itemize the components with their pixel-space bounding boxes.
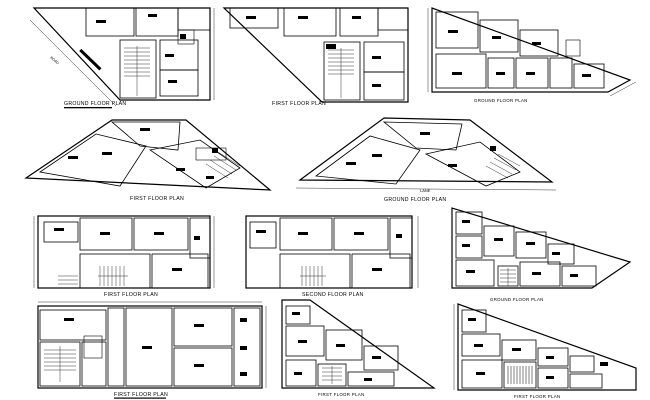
plan-1-title: GROUND FLOOR PLAN — [64, 101, 126, 107]
plan-8-title: GROUND FLOOR PLAN — [490, 297, 544, 302]
plan-7-second-floor — [245, 215, 419, 289]
svg-text:ROAD: ROAD — [49, 56, 60, 66]
plan-9-first-floor — [37, 301, 267, 389]
plan-1-ground-floor: ROAD — [29, 7, 215, 107]
plan-10-first-floor — [281, 299, 436, 389]
plan-3-title: GROUND FLOOR PLAN — [474, 98, 528, 103]
plan-5-ground-floor — [295, 117, 557, 191]
plan-11-first-floor — [453, 303, 637, 391]
plan-2-first-floor — [222, 7, 409, 103]
plan-3-ground-floor — [427, 7, 637, 97]
plan-4-first-floor — [24, 119, 272, 191]
plan-4-title: FIRST FLOOR PLAN — [130, 196, 184, 202]
plan-6-first-floor — [33, 215, 215, 289]
plan-10-title: FIRST FLOOR PLAN — [318, 392, 364, 397]
plan-2-title: FIRST FLOOR PLAN — [272, 101, 326, 107]
plan-9-title: FIRST FLOOR PLAN — [114, 392, 168, 398]
plan-7-title: SECOND FLOOR PLAN — [302, 292, 364, 298]
plan-5-title: GROUND FLOOR PLAN — [384, 197, 446, 203]
plan-8-ground-floor — [451, 207, 632, 289]
plan-11-title: FIRST FLOOR PLAN — [514, 394, 560, 399]
plan-6-title: FIRST FLOOR PLAN — [104, 292, 158, 298]
plan-5-lane-label: LANE — [420, 188, 431, 193]
